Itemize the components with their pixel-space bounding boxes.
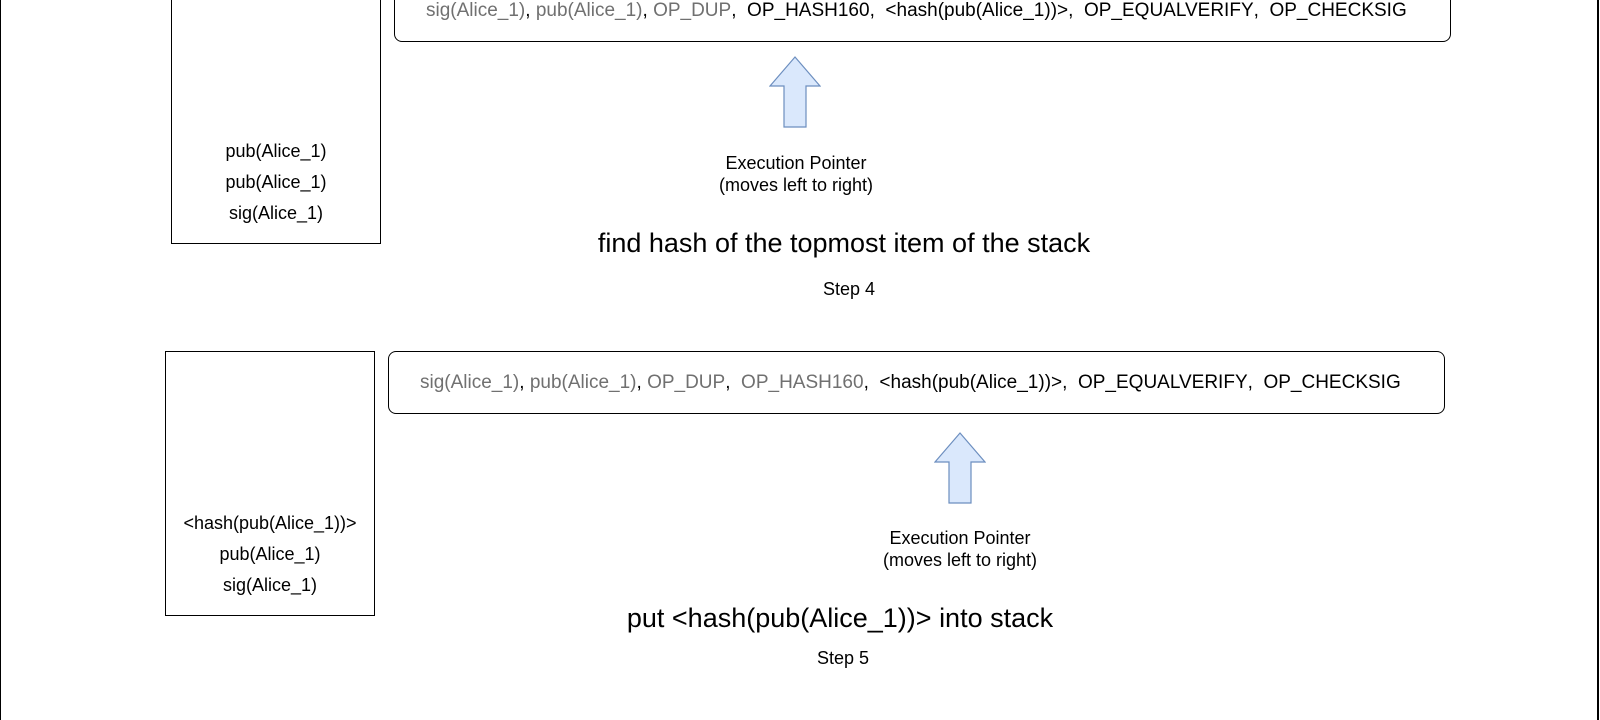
step-caption: put <hash(pub(Alice_1))> into stack bbox=[626, 603, 1054, 633]
script-token: <hash(pub(Alice_1))> bbox=[885, 0, 1069, 21]
stack-box: <hash(pub(Alice_1))> pub(Alice_1) sig(Al… bbox=[165, 351, 375, 616]
diagram-left-border bbox=[0, 0, 1, 720]
script-token: OP_CHECKSIG bbox=[1269, 0, 1407, 21]
step-caption: find hash of the topmost item of the sta… bbox=[597, 228, 1091, 258]
execution-pointer-arrow-icon bbox=[769, 56, 821, 128]
script-token: OP_EQUALVERIFY bbox=[1083, 0, 1254, 21]
stack-box: pub(Alice_1) pub(Alice_1) sig(Alice_1) bbox=[171, 0, 381, 244]
script-token: OP_HASH160 bbox=[741, 371, 864, 393]
stack-item: pub(Alice_1) bbox=[219, 544, 321, 564]
script-token: pub(Alice_1) bbox=[535, 0, 643, 21]
script-token: <hash(pub(Alice_1))> bbox=[879, 371, 1063, 393]
script-token: OP_CHECKSIG bbox=[1263, 371, 1401, 393]
execution-pointer-arrow-icon bbox=[934, 432, 986, 504]
stack-item: sig(Alice_1) bbox=[228, 203, 324, 223]
step-5-panel: <hash(pub(Alice_1))> pub(Alice_1) sig(Al… bbox=[165, 351, 1445, 668]
stack-item: pub(Alice_1) bbox=[225, 172, 327, 192]
execution-pointer-label: Execution Pointer (moves left to right) bbox=[882, 528, 1038, 570]
script-token: OP_EQUALVERIFY bbox=[1077, 371, 1248, 393]
execution-pointer-label: Execution Pointer (moves left to right) bbox=[718, 153, 874, 195]
script-token: sig(Alice_1) bbox=[426, 0, 526, 21]
diagram-right-border bbox=[1597, 0, 1599, 720]
step-label: Step 5 bbox=[816, 648, 870, 668]
script-token: OP_HASH160 bbox=[747, 0, 870, 21]
script-token: OP_DUP bbox=[647, 371, 726, 393]
script-line: sig(Alice_1), pub(Alice_1), OP_DUP, OP_H… bbox=[420, 371, 1401, 393]
step-4-panel: pub(Alice_1) pub(Alice_1) sig(Alice_1) s… bbox=[171, 0, 1451, 299]
script-box: sig(Alice_1), pub(Alice_1), OP_DUP, OP_H… bbox=[394, 0, 1451, 42]
script-line: sig(Alice_1), pub(Alice_1), OP_DUP, OP_H… bbox=[426, 0, 1407, 21]
stack-item: pub(Alice_1) bbox=[225, 141, 327, 161]
stack-item: sig(Alice_1) bbox=[222, 575, 318, 595]
script-token: pub(Alice_1) bbox=[529, 371, 637, 393]
script-box: sig(Alice_1), pub(Alice_1), OP_DUP, OP_H… bbox=[388, 351, 1445, 414]
stack-items: pub(Alice_1) pub(Alice_1) sig(Alice_1) bbox=[172, 136, 380, 229]
stack-items: <hash(pub(Alice_1))> pub(Alice_1) sig(Al… bbox=[166, 508, 374, 601]
script-token: OP_DUP bbox=[653, 0, 732, 21]
script-token: sig(Alice_1) bbox=[420, 371, 520, 393]
step-label: Step 4 bbox=[822, 279, 876, 299]
stack-item: <hash(pub(Alice_1))> bbox=[183, 513, 357, 533]
